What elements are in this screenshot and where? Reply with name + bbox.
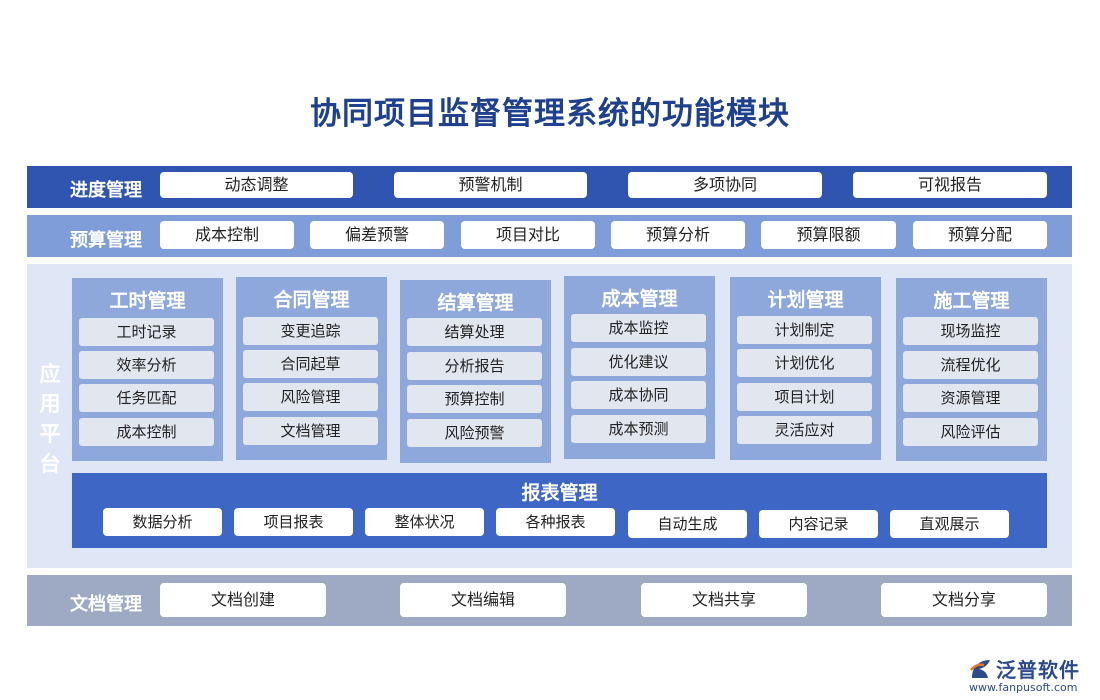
platform-label-char: 应: [39, 362, 61, 386]
module-work-hours: 工时管理 工时记录 效率分析 任务匹配 成本控制: [72, 278, 223, 461]
module-title: 结算管理: [437, 292, 514, 314]
module-construction: 施工管理 现场监控 流程优化 资源管理 风险评估: [896, 278, 1047, 461]
report-item: 整体状况: [365, 508, 484, 536]
report-management-panel: 报表管理 数据分析 项目报表 整体状况 各种报表 自动生成 内容记录 直观展示: [72, 473, 1047, 548]
module-item: 预算控制: [407, 385, 542, 413]
application-platform-panel: 应 用 平 台 工时管理 工时记录 效率分析 任务匹配 成本控制 合同管理 变更…: [27, 264, 1072, 568]
document-item: 文档创建: [160, 583, 326, 617]
module-title: 合同管理: [273, 289, 350, 311]
module-cost: 成本管理 成本监控 优化建议 成本协同 成本预测: [564, 276, 715, 459]
report-item: 自动生成: [628, 510, 747, 538]
progress-item: 可视报告: [853, 172, 1047, 198]
brand-logo: 泛普软件 www.fanpusoft.com: [968, 654, 1098, 698]
module-item: 成本控制: [79, 418, 214, 446]
document-item: 文档分享: [881, 583, 1047, 617]
budget-item: 预算分配: [913, 221, 1047, 249]
module-item: 优化建议: [571, 348, 706, 376]
module-item: 合同起草: [243, 350, 378, 378]
report-management-title: 报表管理: [521, 482, 598, 504]
module-item: 成本预测: [571, 415, 706, 443]
report-item: 数据分析: [103, 508, 222, 536]
progress-item: 多项协同: [628, 172, 822, 198]
module-settlement: 结算管理 结算处理 分析报告 预算控制 风险预警: [400, 280, 551, 463]
module-item: 风险评估: [903, 418, 1038, 446]
application-platform-label: 应 用 平 台: [37, 359, 63, 479]
module-item: 效率分析: [79, 351, 214, 379]
module-item: 分析报告: [407, 352, 542, 380]
brand-name: 泛普软件: [996, 658, 1080, 682]
module-item: 灵活应对: [737, 416, 872, 444]
report-item: 项目报表: [234, 508, 353, 536]
document-management-label: 文档管理: [70, 594, 142, 615]
module-item: 成本协同: [571, 381, 706, 409]
module-title: 成本管理: [601, 288, 678, 310]
budget-item: 偏差预警: [310, 221, 444, 249]
brand-url: www.fanpusoft.com: [969, 681, 1078, 694]
module-title: 工时管理: [109, 290, 186, 312]
report-item: 直观展示: [890, 510, 1009, 538]
module-item: 文档管理: [243, 417, 378, 445]
brand-logo-icon: [970, 660, 990, 678]
progress-management-band: 进度管理 动态调整 预警机制 多项协同 可视报告: [27, 166, 1072, 208]
platform-label-char: 平: [39, 422, 61, 446]
diagram-title: 协同项目监督管理系统的功能模块: [310, 96, 790, 132]
module-item: 计划制定: [737, 316, 872, 344]
module-title: 施工管理: [933, 290, 1010, 312]
report-item: 内容记录: [759, 510, 878, 538]
budget-item: 预算分析: [611, 221, 745, 249]
module-title: 计划管理: [767, 289, 844, 311]
platform-label-char: 用: [39, 392, 61, 416]
module-item: 结算处理: [407, 318, 542, 346]
document-management-band: 文档管理 文档创建 文档编辑 文档共享 文档分享: [27, 575, 1072, 626]
module-item: 工时记录: [79, 318, 214, 346]
module-contract: 合同管理 变更追踪 合同起草 风险管理 文档管理: [236, 277, 387, 460]
module-item: 成本监控: [571, 314, 706, 342]
document-item: 文档共享: [641, 583, 807, 617]
module-item: 现场监控: [903, 317, 1038, 345]
module-item: 计划优化: [737, 349, 872, 377]
module-item: 风险预警: [407, 419, 542, 447]
platform-label-char: 台: [39, 452, 61, 476]
document-item: 文档编辑: [400, 583, 566, 617]
report-item: 各种报表: [496, 508, 615, 536]
module-item: 项目计划: [737, 383, 872, 411]
module-item: 变更追踪: [243, 317, 378, 345]
budget-item: 项目对比: [461, 221, 595, 249]
budget-item: 成本控制: [160, 221, 294, 249]
progress-item: 动态调整: [160, 172, 353, 198]
module-item: 任务匹配: [79, 384, 214, 412]
module-item: 风险管理: [243, 383, 378, 411]
module-item: 资源管理: [903, 384, 1038, 412]
budget-management-band: 预算管理 成本控制 偏差预警 项目对比 预算分析 预算限额 预算分配: [27, 215, 1072, 257]
progress-item: 预警机制: [394, 172, 587, 198]
budget-item: 预算限额: [761, 221, 896, 249]
module-item: 流程优化: [903, 351, 1038, 379]
budget-management-label: 预算管理: [70, 230, 142, 251]
module-plan: 计划管理 计划制定 计划优化 项目计划 灵活应对: [730, 277, 881, 460]
progress-management-label: 进度管理: [70, 180, 142, 201]
